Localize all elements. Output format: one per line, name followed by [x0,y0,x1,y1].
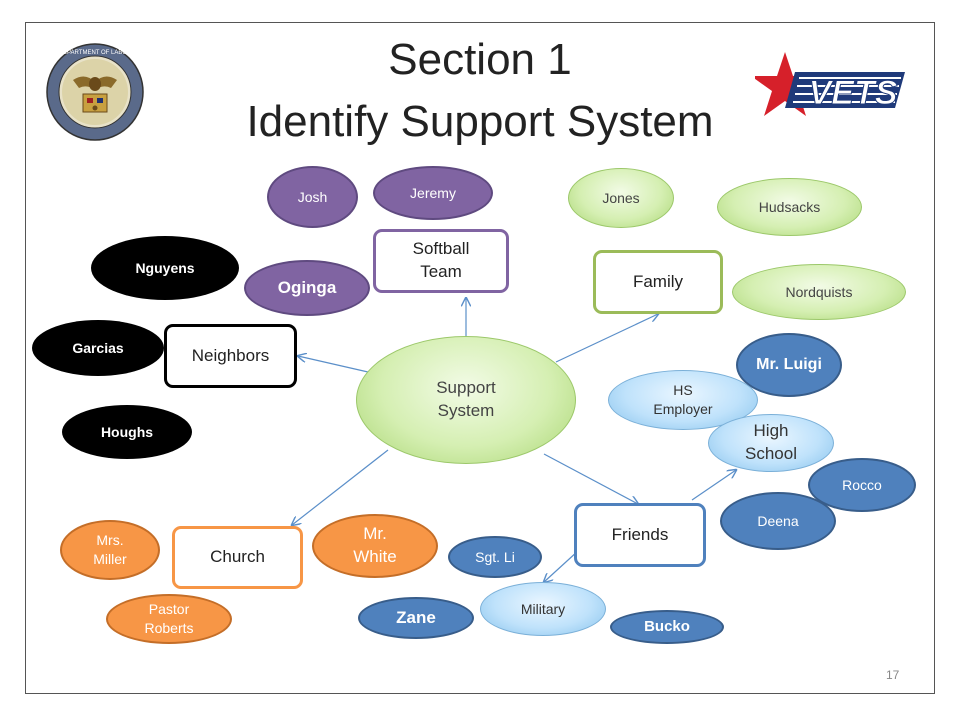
person-mr-luigi: Mr. Luigi [736,333,842,397]
military-node: Military [480,582,606,636]
arrow-to-family [555,314,658,363]
person-mrs-miller: Mrs. Miller [60,520,160,580]
person-sgt-li: Sgt. Li [448,536,542,578]
person-garcias: Garcias [32,320,164,376]
vets-logo: VETS [755,52,905,116]
friends-box: Friends [574,503,706,567]
person-jeremy: Jeremy [373,166,493,220]
softball-team-box: Softball Team [373,229,509,293]
person-houghs: Houghs [62,405,192,459]
person-bucko: Bucko [610,610,724,644]
person-rocco: Rocco [808,458,916,512]
neighbors-box: Neighbors [164,324,297,388]
arrow-to-neighbors [298,356,369,373]
arrow-to-friends [543,453,638,504]
person-nguyens: Nguyens [91,236,239,300]
person-oginga: Oginga [244,260,370,316]
family-box: Family [593,250,723,314]
department-of-labor-seal: DEPARTMENT OF LABOR [46,43,144,141]
person-deena: Deena [720,492,836,550]
person-mr-white: Mr. White [312,514,438,578]
person-josh: Josh [267,166,358,228]
svg-text:DEPARTMENT OF LABOR: DEPARTMENT OF LABOR [59,50,132,56]
support-system-node: Support System [356,336,576,464]
church-box: Church [172,526,303,589]
title-line-1: Section 1 [388,35,572,84]
high-school-node: High School [708,414,834,472]
title-line-2: Identify Support System [246,97,714,146]
vets-logo-text: VETS [809,74,898,112]
person-pastor-roberts: Pastor Roberts [106,594,232,644]
person-nordquists: Nordquists [732,264,906,320]
person-zane: Zane [358,597,474,639]
page-number: 17 [886,668,900,682]
person-jones: Jones [568,168,674,228]
person-hudsacks: Hudsacks [717,178,862,236]
arrow-to-church [292,449,389,525]
arrow-to-high-school [691,470,736,501]
